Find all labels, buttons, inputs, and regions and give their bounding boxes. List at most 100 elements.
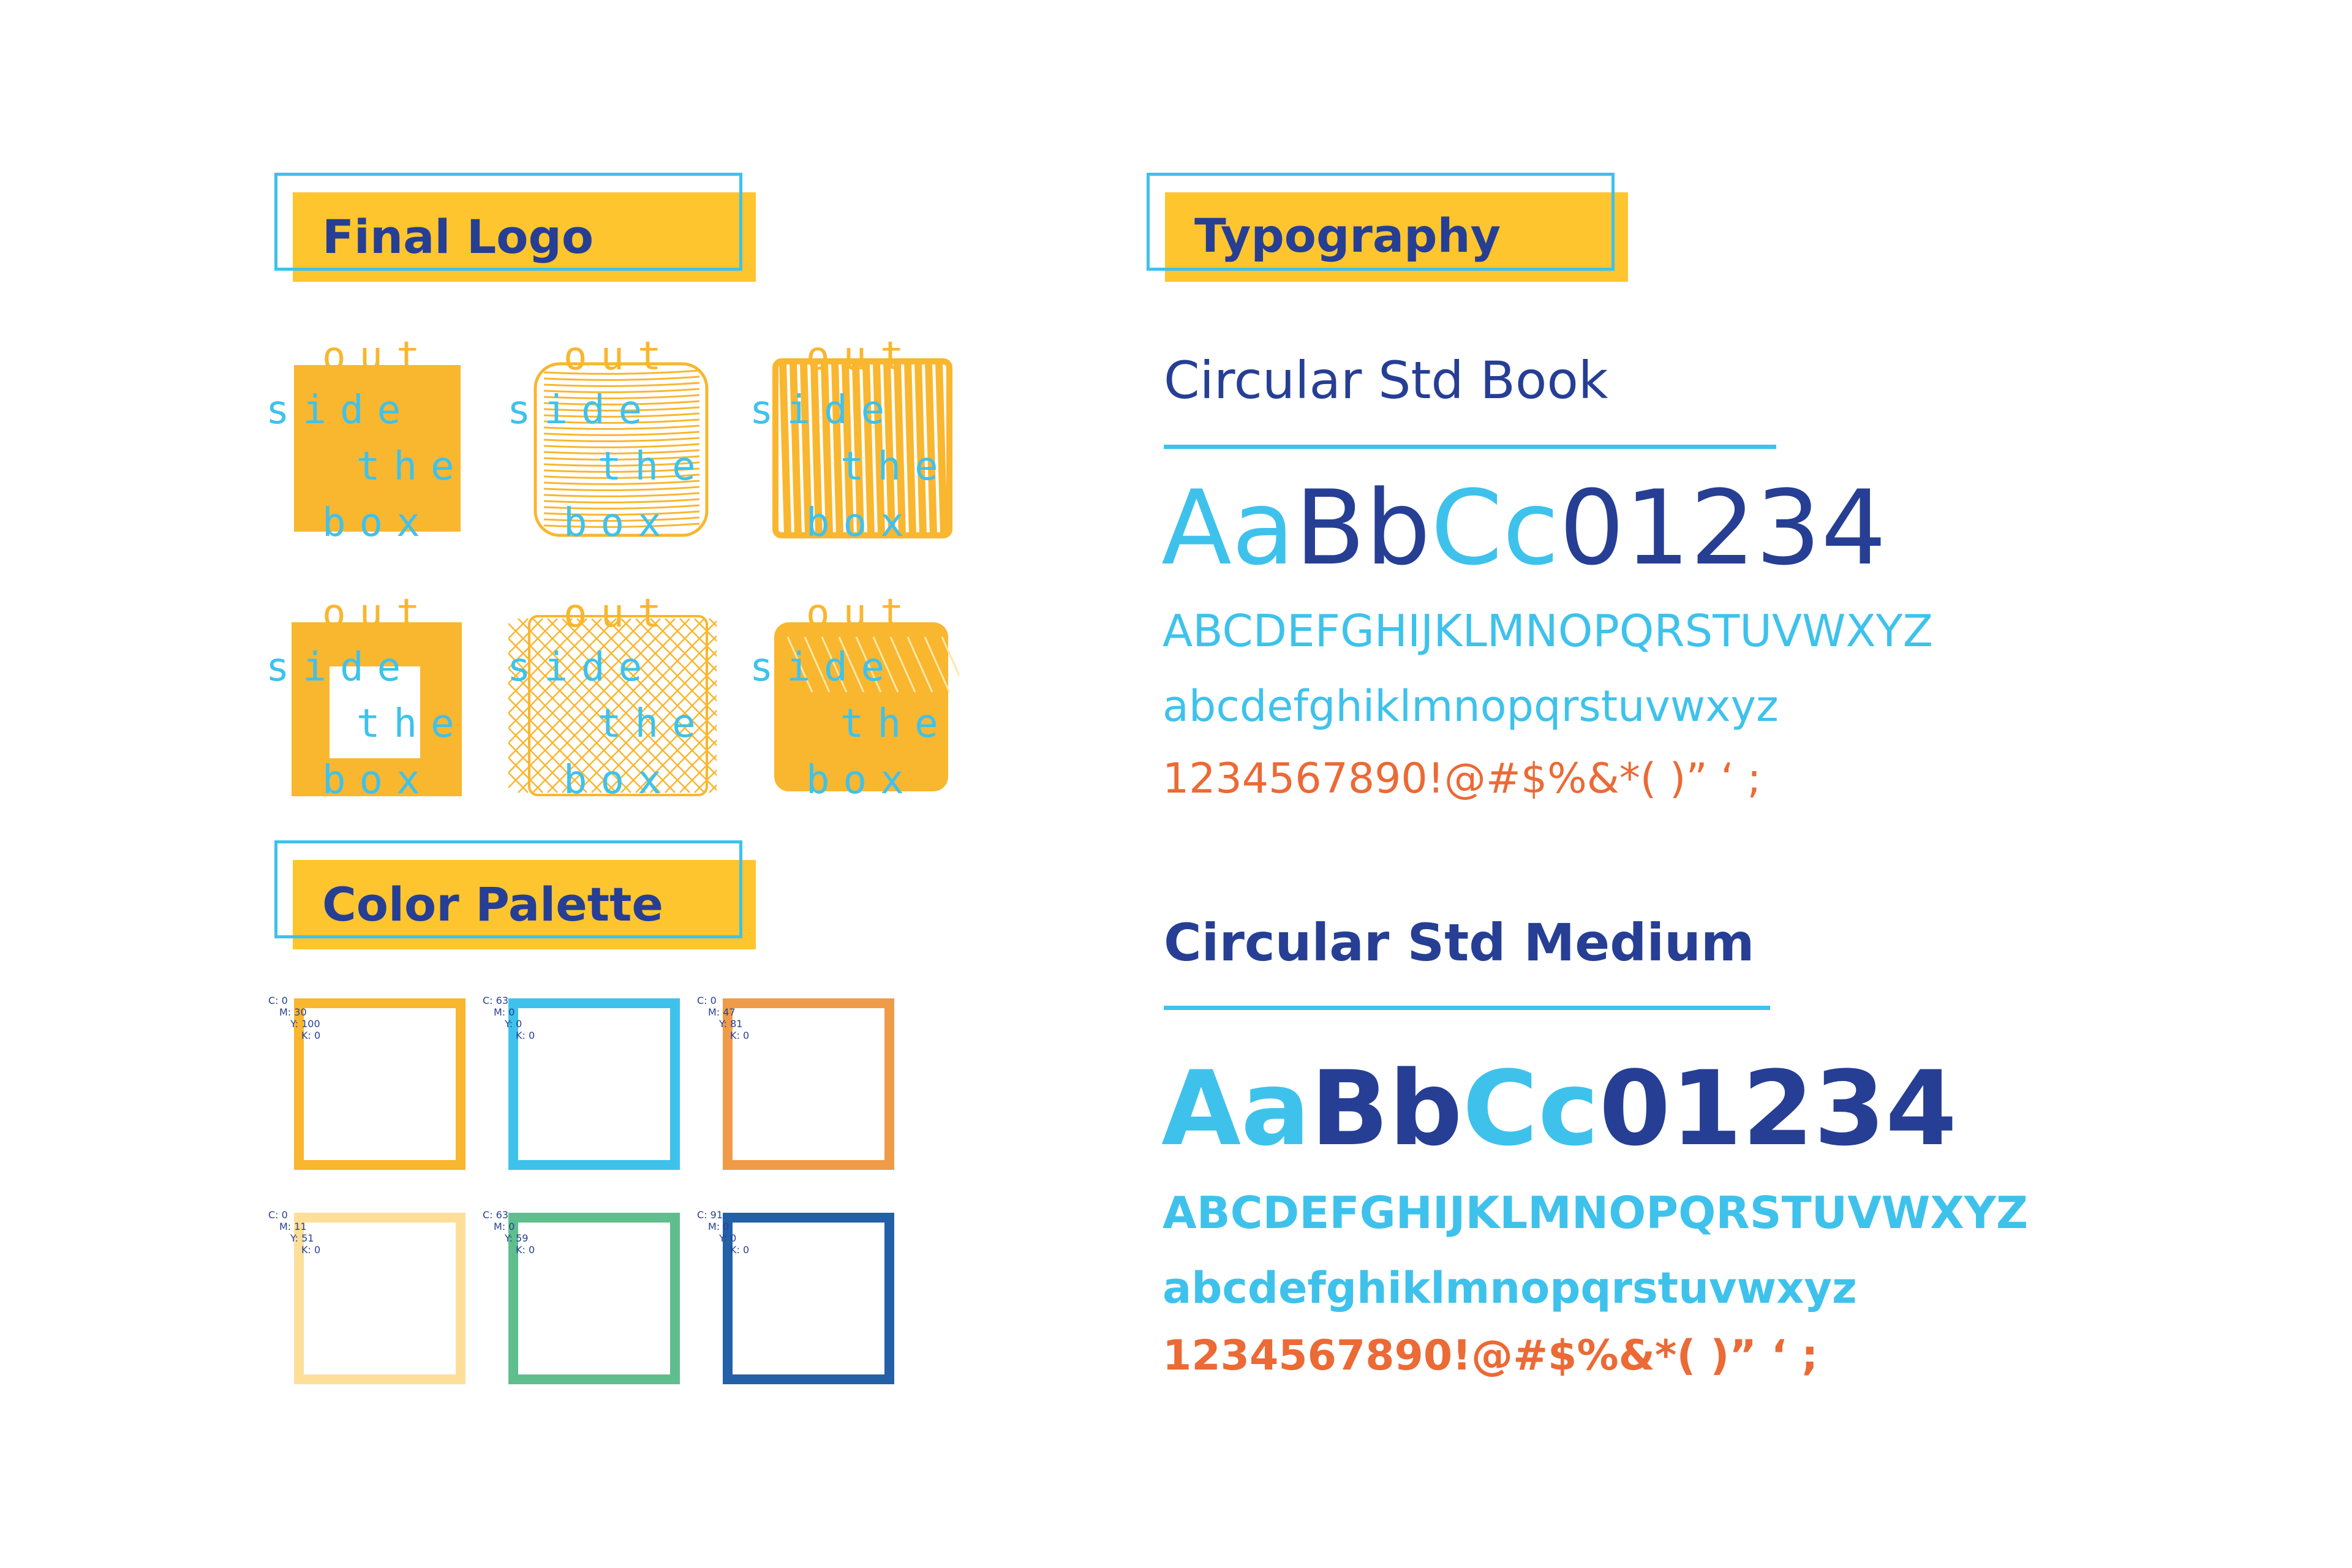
logo-word-side: side bbox=[266, 388, 415, 433]
specimen-aa: Aa bbox=[1161, 468, 1295, 588]
symbols-book: 1234567890!@#$%&*( )” ‘ ; bbox=[1163, 755, 1762, 803]
logo-word-out: out bbox=[322, 334, 434, 379]
cmyk-m: M: 47 bbox=[708, 1006, 736, 1018]
logo-word-box: box bbox=[564, 500, 675, 546]
header-fill bbox=[293, 192, 756, 282]
cmyk-m: M: 11 bbox=[279, 1221, 307, 1232]
logo-variant-crosshatch: out side the box bbox=[507, 594, 717, 809]
color-swatch bbox=[508, 1213, 680, 1384]
cmyk-y: Y: 0 bbox=[719, 1232, 737, 1244]
header-fill bbox=[293, 860, 756, 949]
cmyk-m: M: 0 bbox=[494, 1006, 515, 1018]
logo-variant-frame: out side the box bbox=[266, 594, 475, 809]
specimen-numbers: 01234 bbox=[1559, 468, 1887, 588]
logo-shape bbox=[772, 358, 952, 538]
cmyk-k: K: 0 bbox=[516, 1244, 535, 1256]
logo-shape bbox=[292, 622, 462, 796]
cmyk-c: C: 63 bbox=[483, 1209, 509, 1221]
cmyk-c: C: 91 bbox=[697, 1209, 723, 1221]
logo-variant-horizontal-scribble: out side the box bbox=[507, 337, 717, 551]
logo-variant-vertical-scribble: out side the box bbox=[750, 337, 959, 551]
font-name-medium: Circular Std Medium bbox=[1164, 913, 1755, 973]
header-fill bbox=[1165, 192, 1628, 282]
logo-variant-diagonal-scribble: out side the box bbox=[750, 594, 959, 809]
typography-title: Typography bbox=[1194, 208, 1501, 263]
specimen-book: AaBbCc01234 bbox=[1161, 477, 1887, 579]
logo-shape bbox=[533, 362, 709, 537]
specimen-cc: Cc bbox=[1430, 468, 1559, 588]
logo-word-the: the bbox=[840, 701, 952, 747]
logo-word-the: the bbox=[598, 701, 709, 747]
rule-medium bbox=[1164, 1006, 1770, 1010]
cmyk-c: C: 0 bbox=[697, 995, 717, 1006]
logo-word-the: the bbox=[840, 444, 952, 489]
cmyk-k: K: 0 bbox=[730, 1244, 750, 1256]
specimen-bb: Bb bbox=[1310, 1049, 1463, 1169]
cmyk-y: Y: 81 bbox=[719, 1018, 743, 1030]
color-palette-header: Color Palette bbox=[274, 840, 758, 951]
cmyk-y: Y: 0 bbox=[505, 1018, 522, 1030]
rule-book bbox=[1164, 445, 1776, 449]
logo-shape bbox=[294, 365, 461, 532]
final-logo-title: Final Logo bbox=[322, 209, 594, 264]
logo-word-the: the bbox=[356, 701, 468, 747]
logo-word-side: side bbox=[507, 388, 656, 433]
logo-word-the: the bbox=[598, 444, 709, 489]
color-swatch bbox=[723, 1213, 894, 1384]
specimen-aa: Aa bbox=[1161, 1049, 1311, 1169]
logo-variant-solid: out side the box bbox=[266, 337, 475, 551]
logo-word-out: out bbox=[564, 334, 675, 379]
logo-word-box: box bbox=[322, 758, 434, 803]
logo-word-out: out bbox=[322, 591, 434, 636]
header-outline bbox=[274, 840, 742, 938]
logo-word-box: box bbox=[806, 758, 918, 803]
cmyk-m: M: 0 bbox=[494, 1221, 515, 1232]
cmyk-y: Y: 59 bbox=[505, 1232, 529, 1244]
lowercase-medium: abcdefghiklmnopqrstuvwxyz bbox=[1163, 1263, 1857, 1313]
logo-shape bbox=[508, 615, 717, 796]
color-swatch bbox=[508, 998, 680, 1170]
lowercase-book: abcdefghiklmnopqrstuvwxyz bbox=[1163, 681, 1779, 731]
cmyk-m: M: 30 bbox=[279, 1006, 307, 1018]
specimen-bb: Bb bbox=[1294, 468, 1431, 588]
logo-word-out: out bbox=[806, 591, 918, 636]
color-palette-title: Color Palette bbox=[322, 877, 663, 932]
logo-word-side: side bbox=[750, 645, 899, 690]
header-outline bbox=[1147, 173, 1615, 271]
cmyk-m: M: 0 bbox=[708, 1221, 729, 1232]
logo-word-out: out bbox=[806, 334, 918, 379]
header-outline bbox=[274, 173, 742, 271]
color-swatch bbox=[723, 998, 894, 1170]
logo-word-side: side bbox=[750, 388, 899, 433]
color-swatch bbox=[294, 1213, 466, 1384]
font-name-book: Circular Std Book bbox=[1164, 350, 1608, 410]
logo-word-box: box bbox=[806, 500, 918, 546]
specimen-cc: Cc bbox=[1462, 1049, 1599, 1169]
logo-word-the: the bbox=[356, 444, 468, 489]
cmyk-c: C: 0 bbox=[268, 1209, 288, 1221]
color-swatch bbox=[294, 998, 466, 1170]
specimen-numbers: 01234 bbox=[1599, 1049, 1958, 1169]
typography-header: Typography bbox=[1147, 173, 1630, 283]
logo-word-out: out bbox=[564, 591, 675, 636]
cmyk-y: Y: 100 bbox=[290, 1018, 320, 1030]
symbols-medium: 1234567890!@#$%&*( )” ‘ ; bbox=[1163, 1332, 1819, 1380]
logo-word-side: side bbox=[507, 645, 656, 690]
cmyk-c: C: 0 bbox=[268, 995, 288, 1006]
logo-shape bbox=[774, 622, 959, 791]
cmyk-c: C: 63 bbox=[483, 995, 509, 1006]
logo-word-side: side bbox=[266, 645, 415, 690]
cmyk-k: K: 0 bbox=[301, 1244, 321, 1256]
logo-word-box: box bbox=[322, 500, 434, 546]
uppercase-book: ABCDEFGHIJKLMNOPQRSTUVWXYZ bbox=[1163, 605, 1933, 657]
cmyk-k: K: 0 bbox=[301, 1030, 321, 1041]
final-logo-header: Final Logo bbox=[274, 173, 758, 283]
cmyk-k: K: 0 bbox=[730, 1030, 750, 1041]
logo-word-box: box bbox=[564, 758, 675, 803]
specimen-medium: AaBbCc01234 bbox=[1161, 1057, 1957, 1160]
